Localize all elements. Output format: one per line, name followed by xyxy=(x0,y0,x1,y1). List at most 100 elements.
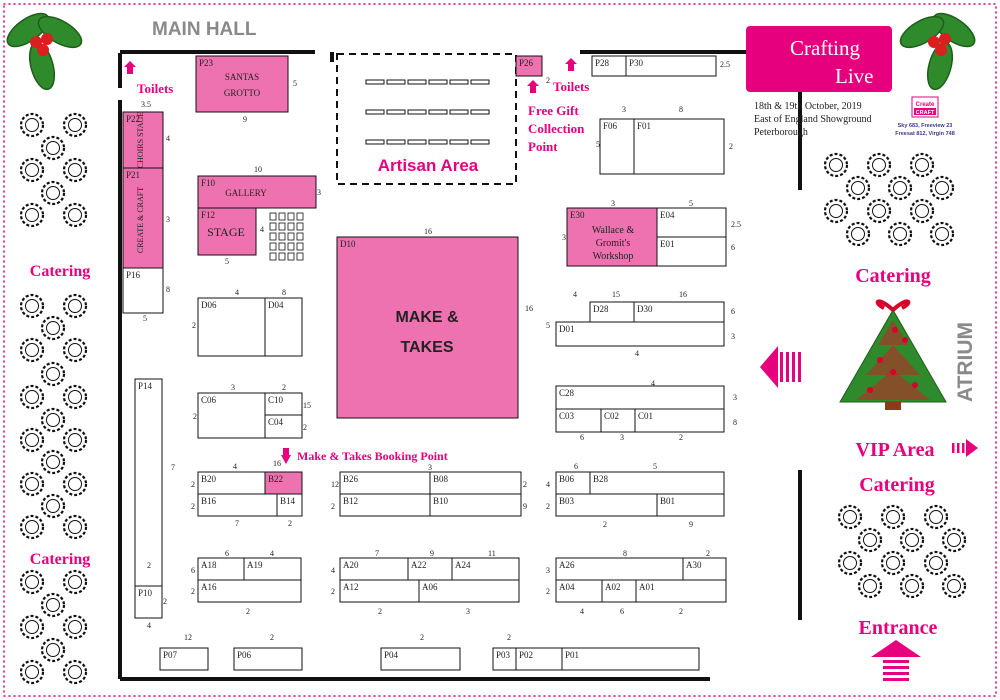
stand-id-e04: E04 xyxy=(660,210,675,220)
catering-table-top xyxy=(863,579,877,593)
stand-b28[interactable] xyxy=(589,471,725,495)
stand-id-a19: A19 xyxy=(247,560,263,570)
stand-p04[interactable] xyxy=(380,647,461,671)
artisan-table xyxy=(386,109,406,115)
tree-ornament-icon xyxy=(892,327,898,333)
dimension-label: 5 xyxy=(225,257,229,266)
dimension-label: 15 xyxy=(303,401,311,410)
stand-b10[interactable] xyxy=(429,493,522,517)
stand-f06[interactable] xyxy=(599,118,635,175)
catering-table-top xyxy=(929,556,943,570)
stand-f01[interactable] xyxy=(633,118,725,175)
tree-ornament-icon xyxy=(867,387,873,393)
catering-table-top xyxy=(947,533,961,547)
entrance-arrow-icon xyxy=(883,678,909,681)
stand-d01[interactable] xyxy=(555,321,725,347)
stand-p22[interactable] xyxy=(122,111,164,169)
stand-id-c03: C03 xyxy=(559,411,575,421)
stand-b01[interactable] xyxy=(656,493,725,517)
stand-p06[interactable] xyxy=(233,647,303,671)
holly-berry-icon xyxy=(928,36,940,48)
dimension-label: 8 xyxy=(282,288,286,297)
stand-p01[interactable] xyxy=(561,647,700,671)
dimension-label: 4 xyxy=(331,566,335,575)
dimension-label: 3 xyxy=(620,433,624,442)
stand-e01[interactable] xyxy=(656,236,727,267)
holly-berry-icon xyxy=(939,33,951,45)
dimension-label: 2 xyxy=(331,587,335,596)
stand-p21[interactable] xyxy=(122,167,164,269)
stand-d10[interactable] xyxy=(336,236,519,419)
stand-a26[interactable] xyxy=(555,557,684,581)
stand-a01[interactable] xyxy=(635,579,727,603)
catering-table xyxy=(941,527,967,553)
dimension-label: 8 xyxy=(679,105,683,114)
catering-table xyxy=(909,152,935,178)
dimension-label: 3 xyxy=(622,105,626,114)
catering-table-top xyxy=(829,204,843,218)
catering-table xyxy=(62,384,88,410)
vip-area-label: VIP Area xyxy=(855,439,934,461)
stand-p23[interactable] xyxy=(195,55,289,113)
stand-c06[interactable] xyxy=(197,392,266,439)
artisan-table xyxy=(428,139,448,145)
stage-chair xyxy=(269,252,277,261)
stand-id-c04: C04 xyxy=(268,417,284,427)
dimension-label: 2 xyxy=(679,607,683,616)
dimension-label: 2 xyxy=(507,633,511,642)
catering-table-top xyxy=(68,665,82,679)
catering-table xyxy=(909,198,935,224)
catering-table-top xyxy=(915,204,929,218)
dimension-label: 12 xyxy=(184,633,192,642)
stage-chair xyxy=(287,242,295,251)
stand-id-p02: P02 xyxy=(519,650,533,660)
stand-id-f10: F10 xyxy=(201,178,216,188)
dimension-label: 5 xyxy=(653,462,657,471)
stand-a16[interactable] xyxy=(197,579,302,603)
stand-p07[interactable] xyxy=(159,647,209,671)
stand-id-p23: P23 xyxy=(199,58,214,68)
stand-c04[interactable] xyxy=(264,414,303,439)
stand-p14[interactable] xyxy=(134,378,163,587)
catering-table xyxy=(62,514,88,540)
stand-c28[interactable] xyxy=(555,385,725,410)
stand-id-a16: A16 xyxy=(201,582,217,592)
stand-p10[interactable] xyxy=(134,585,163,619)
channel-info-text: Sky 683, Freeview 23 xyxy=(898,123,953,129)
santas-grotto-label: SANTAS xyxy=(225,72,259,82)
event-info-text: 18th & 19th October, 2019 xyxy=(754,101,862,112)
stand-b14[interactable] xyxy=(276,493,303,517)
catering-table xyxy=(857,573,883,599)
stand-a06[interactable] xyxy=(418,579,520,603)
stand-d06[interactable] xyxy=(197,297,266,357)
catering-table-top xyxy=(886,510,900,524)
dimension-label: 4 xyxy=(635,349,639,358)
stage-chair xyxy=(278,222,286,231)
stand-e04[interactable] xyxy=(656,207,727,238)
dimension-label: 2 xyxy=(603,520,607,529)
stand-c01[interactable] xyxy=(634,408,725,433)
stand-e30[interactable] xyxy=(566,207,658,267)
stand-p30[interactable] xyxy=(625,55,717,77)
stand-id-p01: P01 xyxy=(565,650,579,660)
arrow-up-icon xyxy=(568,64,574,71)
stand-p16[interactable] xyxy=(122,267,164,314)
catering-table xyxy=(929,175,955,201)
dimension-label: 16 xyxy=(525,304,533,313)
dimension-label: 2 xyxy=(378,607,382,616)
stand-p26[interactable] xyxy=(515,55,543,77)
dimension-label: 7 xyxy=(235,519,239,528)
stand-d04[interactable] xyxy=(264,297,303,357)
dimension-label: 4 xyxy=(573,290,577,299)
catering-table-top xyxy=(915,158,929,172)
stand-f12[interactable] xyxy=(197,207,257,256)
entrance-arrow-icon xyxy=(883,660,909,663)
stand-f10[interactable] xyxy=(197,175,317,209)
catering-table xyxy=(62,569,88,595)
catering-label: Catering xyxy=(30,551,90,568)
stand-id-b20: B20 xyxy=(201,474,217,484)
catering-table-top xyxy=(68,520,82,534)
catering-table xyxy=(19,157,45,183)
catering-table xyxy=(887,221,913,247)
